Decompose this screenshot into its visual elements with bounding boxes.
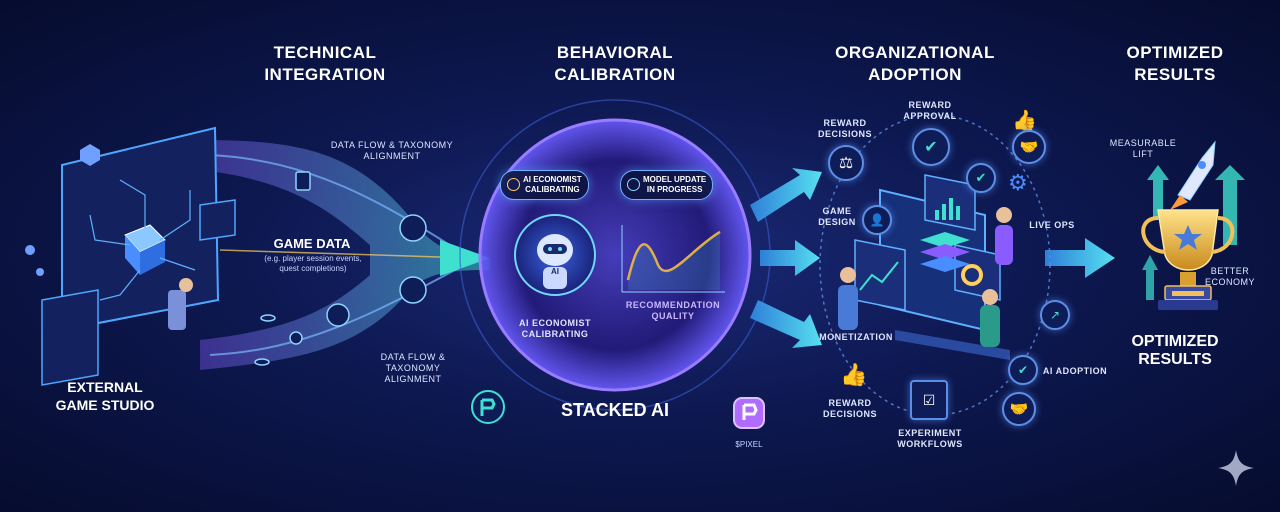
ai-adoption-label: AI ADOPTION [1040,366,1110,377]
robot-ai-badge: AI [548,267,562,276]
model-update-pill: MODEL UPDATE IN PROGRESS [620,170,713,200]
adoption-check-icon: ✔ [1008,355,1038,385]
lightbulb-icon [507,178,520,191]
optimized-results-final-title: OPTIMIZED RESULTS [1110,333,1240,369]
stacked-ai-orb [460,100,770,410]
thumbs-up-icon: 👍 [1012,108,1037,133]
better-economy-label: BETTER ECONOMY [1200,266,1260,288]
checklist-icon: ☑ [910,380,948,420]
scale-icon: ⚖ [828,145,864,181]
robot-calibrating-label: AI ECONOMIST CALIBRATING [505,318,605,340]
monetization-label: MONETIZATION [816,332,896,343]
handshake-bottom-icon: 🤝 [1002,392,1036,426]
measurable-lift-label: MEASURABLE LIFT [1108,138,1178,160]
header-optimized-results: OPTIMIZED RESULTS [1100,42,1250,86]
gear-icon: ⚙ [1008,170,1028,196]
recommendation-quality-label: RECOMMENDATION QUALITY [618,300,728,322]
reward-approval-label: REWARD APPROVAL [900,100,960,122]
sparkle-logo-icon [1218,450,1254,486]
header-organizational-adoption: ORGANIZATIONAL ADOPTION [815,42,1015,86]
header-technical-integration: TECHNICAL INTEGRATION [230,42,420,86]
growth-chart-icon: ↗ [1040,300,1070,330]
pixel-token-label: $PIXEL [722,440,776,450]
stacked-ai-title: STACKED AI [545,400,685,421]
live-ops-label: LIVE OPS [1022,220,1082,231]
data-flow-label-top: DATA FLOW & TAXONOMY ALIGNMENT [322,140,462,162]
experiment-workflows-label: EXPERIMENT WORKFLOWS [890,428,970,450]
reward-decisions-bottom-label: REWARD DECISIONS [818,398,882,420]
thumbs-up-bottom-icon: 👍 [840,362,867,388]
check-icon: ✔ [966,163,996,193]
ai-economist-calibrating-pill: AI ECONOMIST CALIBRATING [500,170,589,200]
progress-ring-icon [627,178,640,191]
external-game-studio-label: EXTERNAL GAME STUDIO [40,378,170,414]
handshake-icon: 🤝 [1012,130,1046,164]
game-data-title: GAME DATA [252,236,372,251]
game-design-label: GAME DESIGN [812,206,862,228]
game-data-subtitle: (e.g. player session events, quest compl… [248,254,378,274]
shield-check-icon: ✔ [912,128,950,166]
data-flow-label-bottom: DATA FLOW & TAXONOMY ALIGNMENT [368,352,458,385]
designer-avatar-icon: 👤 [862,205,892,235]
header-behavioral-calibration: BEHAVIORAL CALIBRATION [520,42,710,86]
reward-decisions-top-label: REWARD DECISIONS [815,118,875,140]
